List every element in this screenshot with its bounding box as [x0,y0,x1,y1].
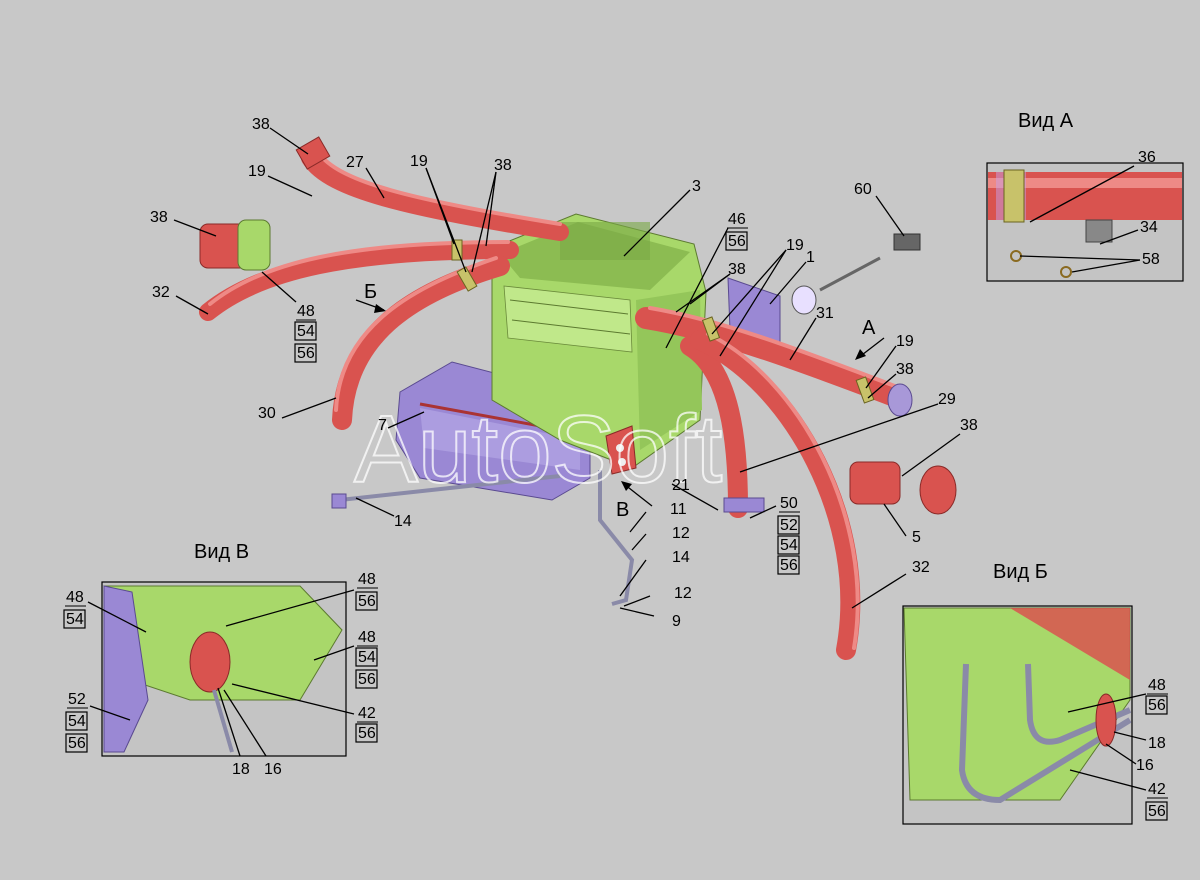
callout-38: 38 [728,261,746,278]
callout-38: 38 [252,116,270,133]
callout-50: 50 [780,495,798,512]
callout-56: 56 [780,557,798,574]
callout-18: 18 [232,761,250,778]
callout-54: 54 [297,323,315,340]
callout-14: 14 [672,549,690,566]
view-b-title: Вид Б [993,561,1048,583]
leader-lines [87,127,1147,791]
callout-56: 56 [358,725,376,742]
hose-27 [301,149,569,241]
callout-38: 38 [494,157,512,174]
callout-14: 14 [394,513,412,530]
arrow-v-label: В [616,499,629,521]
callout-32: 32 [152,284,170,301]
callout-31: 31 [816,305,834,322]
callout-60: 60 [854,181,872,198]
callout-48: 48 [297,303,315,320]
main-assembly [199,136,957,660]
callout-48: 48 [1148,677,1166,694]
callout-34: 34 [1140,219,1158,236]
callout-56: 56 [358,671,376,688]
hose-19-long [199,241,519,321]
callout-11: 11 [670,501,687,518]
callout-54: 54 [66,611,84,628]
callout-56: 56 [1148,697,1166,714]
callout-52: 52 [68,691,86,708]
callout-48: 48 [66,589,84,606]
callout-38: 38 [960,417,978,434]
view-a-title: Вид А [1018,110,1074,132]
callout-18: 18 [1148,735,1166,752]
callout-7: 7 [378,417,387,434]
callout-36: 36 [1138,149,1156,166]
view-a: Вид А [986,110,1184,282]
callout-54: 54 [358,649,376,666]
callout-48: 48 [358,571,376,588]
callout-9: 9 [672,613,681,630]
callout-56: 56 [358,593,376,610]
callout-19: 19 [248,163,266,180]
callout-42: 42 [1148,781,1166,798]
rod-14-v [598,470,635,606]
callout-48: 48 [358,629,376,646]
view-b: Вид Б [902,561,1133,825]
callout-12: 12 [674,585,692,602]
callout-32: 32 [912,559,930,576]
callout-19: 19 [410,153,428,170]
callout-5: 5 [912,529,921,546]
callout-58: 58 [1142,251,1160,268]
direction-arrows: Б А В [355,281,885,521]
callout-16: 16 [1136,757,1154,774]
callout-19: 19 [896,333,914,350]
callout-1: 1 [806,249,815,266]
arrow-b-label: Б [364,281,377,303]
watermark: AutoSoft [354,396,722,503]
callout-19: 19 [786,237,804,254]
view-v-title: Вид В [194,541,249,563]
callout-38: 38 [896,361,914,378]
callout-56: 56 [1148,803,1166,820]
view-v: Вид В [101,541,347,757]
rod-14 [339,474,561,502]
callout-12: 12 [672,525,690,542]
callout-56: 56 [68,735,86,752]
callout-3: 3 [692,178,701,195]
callout-labels: 38 27 19 19 38 3 60 38 32 48 54 56 46 56… [63,116,1168,821]
callout-30: 30 [258,405,276,422]
arrow-a-label: А [862,317,876,339]
callout-54: 54 [68,713,86,730]
callout-16: 16 [264,761,282,778]
callout-54: 54 [780,537,798,554]
callout-52: 52 [780,517,798,534]
callout-46: 46 [728,211,746,228]
hose-29 [680,336,748,518]
callout-38: 38 [150,209,168,226]
callout-56: 56 [728,233,746,250]
callout-27: 27 [346,154,364,171]
callout-42: 42 [358,705,376,722]
hose-32-right [690,330,861,660]
callout-56: 56 [297,345,315,362]
callout-29: 29 [938,391,956,408]
callout-21: 21 [672,477,690,494]
